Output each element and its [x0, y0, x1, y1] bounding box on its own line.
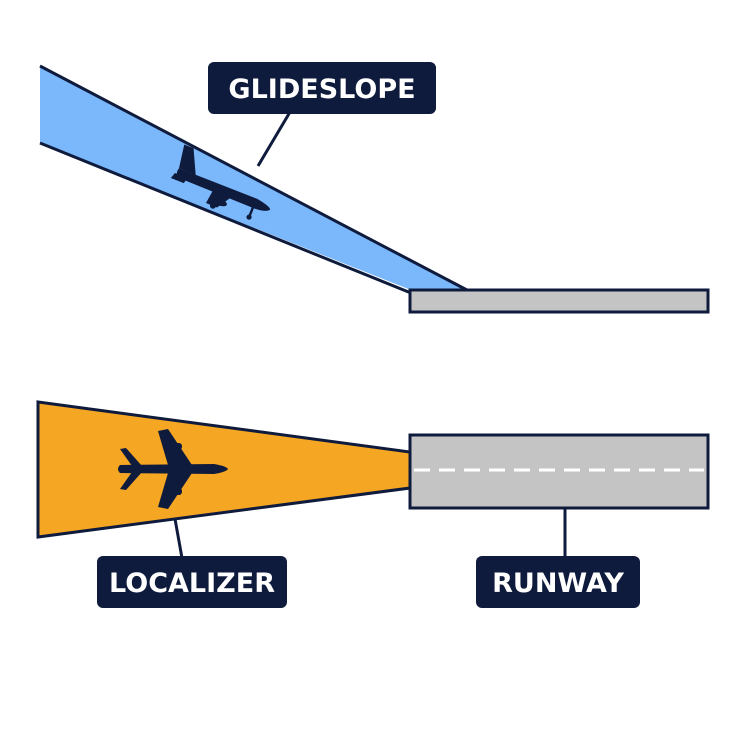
glideslope-runway	[408, 288, 710, 314]
glideslope-beam-lower-edge	[39, 141, 412, 295]
airplane-side-icon	[170, 144, 271, 220]
glideslope-label-text: GLIDESLOPE	[228, 74, 415, 105]
localizer-leader-line	[173, 518, 184, 559]
glideslope-label: GLIDESLOPE	[208, 62, 436, 114]
runway-label-text: RUNWAY	[492, 568, 624, 599]
localizer-label-text: LOCALIZER	[109, 568, 275, 599]
glideslope-beam-upper-edge	[39, 64, 468, 292]
runway-label: RUNWAY	[476, 556, 640, 608]
airplane-top-icon	[118, 429, 228, 509]
glideslope-leader-line	[256, 111, 292, 167]
glideslope-section: GLIDESLOPE	[39, 62, 710, 314]
localizer-runway	[408, 433, 710, 510]
localizer-label: LOCALIZER	[97, 556, 287, 608]
localizer-section: LOCALIZER RUNWAY	[36, 400, 710, 608]
